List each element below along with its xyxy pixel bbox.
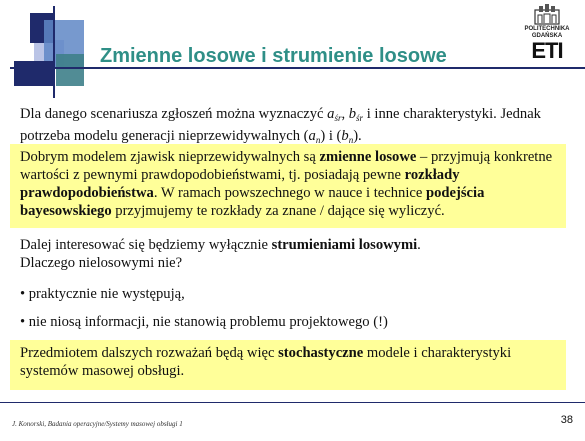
logo-line1: POLITECHNIKA [524, 26, 570, 32]
decor-vertical-line [53, 6, 55, 98]
paragraph-conclusion: Przedmiotem dalszych rozważań będą więc … [10, 340, 566, 390]
footer-rule [0, 402, 585, 403]
paragraph-random-variables: Dobrym modelem zjawisk nieprzewidywalnyc… [10, 144, 566, 228]
decor-square-navy-bottom [14, 61, 54, 86]
logo-line2: GDAŃSKA [531, 33, 563, 39]
footer-author: J. Konorski, Badania operacyjne/Systemy … [12, 420, 183, 428]
decor-square-teal [56, 54, 84, 86]
page-number: 38 [560, 414, 573, 426]
paragraph-intro: Dla danego scenariusza zgłoszeń można wy… [20, 106, 541, 145]
bullet-item: • praktycznie nie występują, [20, 286, 185, 302]
crest-icon [534, 4, 560, 25]
logo-mark: ETI [531, 38, 563, 63]
university-logo: POLITECHNIKA GDAŃSKA ETI [516, 4, 578, 82]
header-rule [10, 67, 585, 69]
bullet-item: • nie niosą informacji, nie stanowią pro… [20, 314, 388, 330]
paragraph-random-streams: Dalej interesować się będziemy wyłącznie… [20, 237, 421, 271]
slide-title: Zmienne losowe i strumienie losowe [100, 45, 447, 67]
